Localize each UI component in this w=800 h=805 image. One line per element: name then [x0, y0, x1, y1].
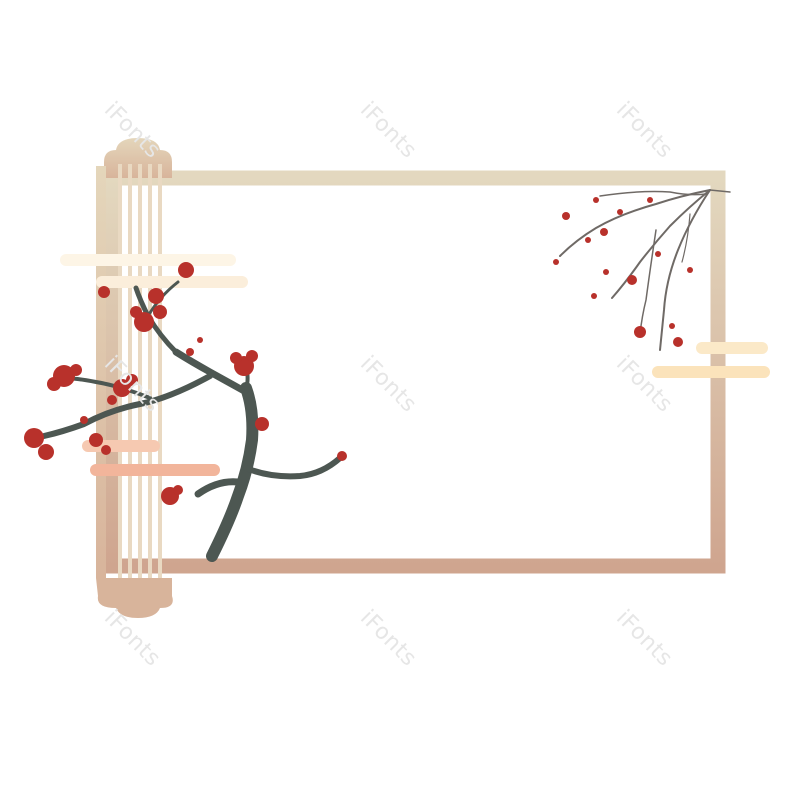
cloud-bars-left	[60, 254, 248, 476]
plum-blossoms-right	[553, 197, 693, 347]
plum-blossoms-left	[24, 262, 347, 505]
plum-branch-right	[559, 189, 731, 351]
plum-branch-left	[41, 280, 343, 562]
cloud-bars-right	[652, 342, 770, 378]
scroll-pillar	[96, 138, 173, 618]
